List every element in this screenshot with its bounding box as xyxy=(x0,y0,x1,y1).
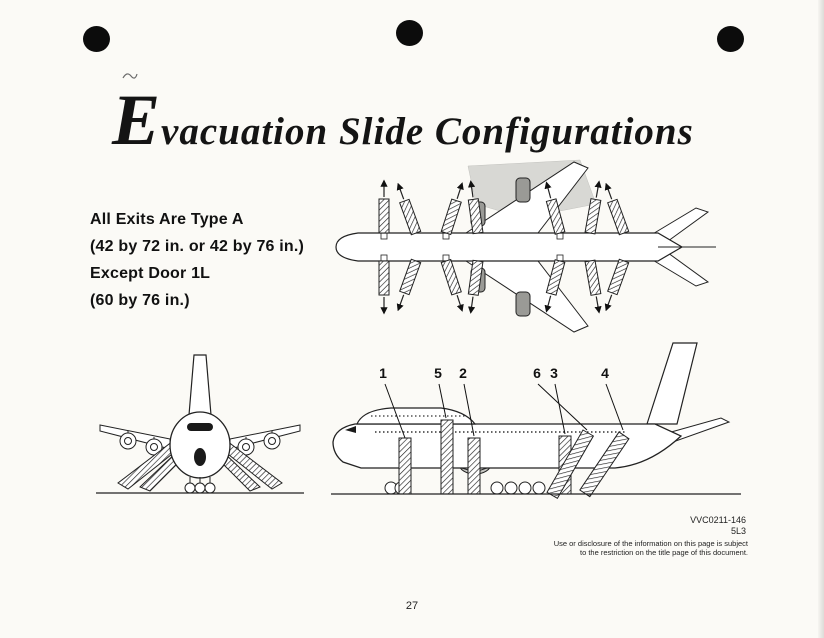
plan-fuselage xyxy=(335,232,684,262)
scan-edge xyxy=(818,0,824,638)
slide-door-4 xyxy=(546,429,595,500)
slide-upper-deck xyxy=(440,419,454,495)
note-line: Except Door 1L xyxy=(90,265,211,282)
note-line: All Exits Are Type A xyxy=(90,211,244,228)
side-cockpit xyxy=(345,426,356,433)
callout-leaders xyxy=(384,383,624,439)
disclosure-notice: Use or disclosure of the information on … xyxy=(518,539,748,557)
side-landing-gear xyxy=(384,481,546,495)
callout-label: 4 xyxy=(601,365,609,381)
note-line: (60 by 76 in.) xyxy=(90,292,190,309)
exit-note: All Exits Are Type A (42 by 72 in. or 42… xyxy=(90,206,304,314)
front-engines xyxy=(119,431,281,456)
slide-door-5 xyxy=(579,431,630,498)
title-initial: E xyxy=(112,80,162,160)
title-rest: vacuation Slide Configurations xyxy=(161,110,694,153)
hole-punch-icon xyxy=(83,26,110,52)
front-landing-gear xyxy=(184,477,216,494)
callout-label: 2 xyxy=(459,365,467,381)
front-open-door xyxy=(194,448,206,466)
front-view-diagram xyxy=(96,354,304,494)
figure-reference-codes: VVC0211-146 5L3 xyxy=(690,515,746,537)
hole-punch-icon xyxy=(717,26,744,52)
side-fuselage xyxy=(332,423,683,469)
hole-punch-icon xyxy=(396,20,423,46)
slide-door-1 xyxy=(398,437,412,495)
side-fin xyxy=(646,342,698,425)
front-cockpit-windows xyxy=(187,423,213,431)
side-slides xyxy=(398,419,630,500)
callout-label: 3 xyxy=(550,365,558,381)
callout-label: 6 xyxy=(533,365,541,381)
sheet-code: 5L3 xyxy=(730,526,746,536)
callout-label: 5 xyxy=(434,365,442,381)
page-number: 27 xyxy=(405,600,419,612)
page-title: Evacuation Slide Configurations xyxy=(112,84,694,156)
scan-artifact xyxy=(122,73,138,79)
disclosure-line: to the restriction on the title page of … xyxy=(579,548,748,557)
note-line: (42 by 72 in. or 42 by 76 in.) xyxy=(90,238,305,255)
callout-label: 1 xyxy=(379,365,387,381)
front-fuselage xyxy=(169,411,231,479)
disclosure-line: Use or disclosure of the information on … xyxy=(553,539,748,548)
plan-view-diagram xyxy=(335,159,716,333)
side-view-diagram: 1 5 2 6 3 4 xyxy=(331,342,741,500)
slide-door-2 xyxy=(467,437,481,495)
front-fin xyxy=(188,354,212,416)
doc-code: VVC0211-146 xyxy=(690,515,746,525)
